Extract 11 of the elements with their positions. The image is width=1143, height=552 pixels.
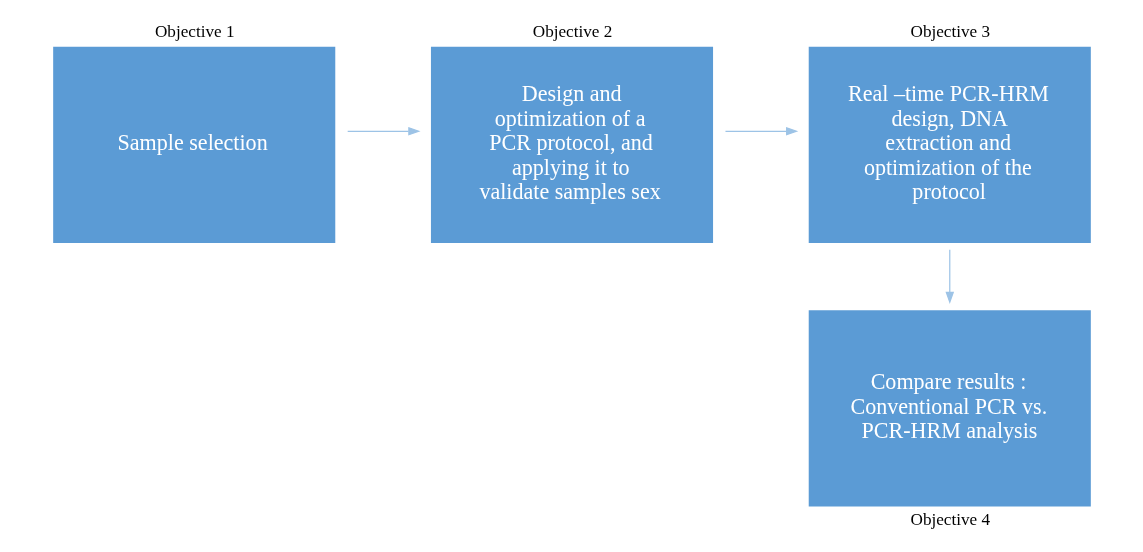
arrow xyxy=(724,126,798,136)
node-label: Objective 1 xyxy=(154,22,235,42)
node-box: Sample selection xyxy=(52,46,335,243)
node-box: Design and optimization of a PCR protocol, and applying it to validate samples sex xyxy=(430,46,713,243)
arrow xyxy=(944,249,954,305)
arrow xyxy=(346,126,421,136)
node-label: Objective 2 xyxy=(532,22,612,42)
node-label: Objective 4 xyxy=(910,510,990,530)
node-label: Objective 3 xyxy=(910,22,990,42)
node-box: Compare results : Conventional PCR vs. PCR-HRM analysis xyxy=(808,310,1091,507)
node-box: Real –time PCR-HRM design, DNA extraction and optimization of the protocol xyxy=(808,46,1091,243)
